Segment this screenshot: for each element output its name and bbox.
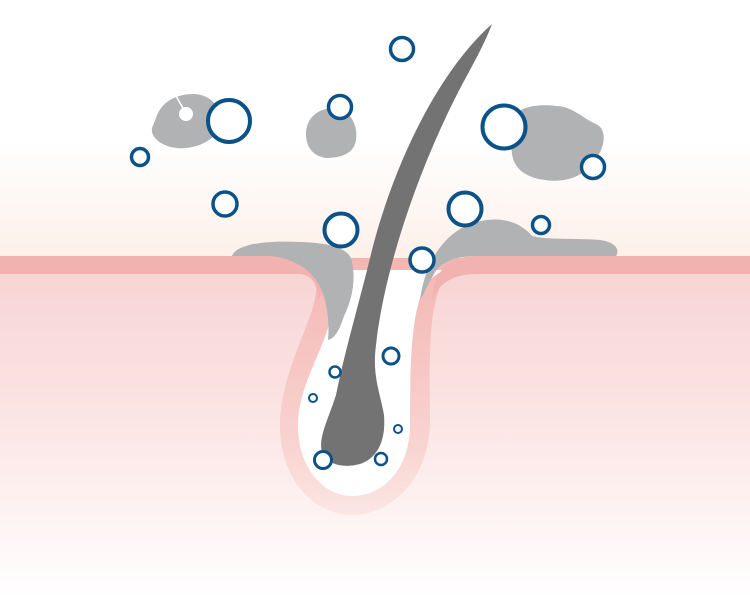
bubble-icon [388,35,416,63]
skin-layer [0,258,750,597]
bubbles [129,35,607,470]
bubble-icon [530,214,552,236]
bubble-icon [480,103,528,151]
bubble-icon [393,424,403,434]
debris-highlight-line [175,95,185,111]
bubble-icon [308,393,318,403]
debris-pore-left [232,241,354,340]
bubble-icon [408,246,436,274]
bubble-icon [206,98,252,144]
debris-particle-1 [151,94,221,149]
debris-particle-2 [306,108,357,158]
bubble-icon [326,93,354,121]
skin-surface-right [432,256,750,300]
bubble-icon [381,346,401,366]
bubble-icon [211,190,239,218]
debris-highlight-dot [179,107,193,121]
skin-surface-left [0,256,327,300]
bubble-icon [446,190,484,228]
debris-pore-right [420,219,618,300]
bubble-icon [373,451,389,467]
bubble-icon [579,153,607,181]
hair-strand [321,24,492,466]
bubble-icon [129,146,151,168]
debris-particle-3 [511,105,604,181]
bubble-icon [313,450,333,470]
bubble-icon [328,365,342,379]
bubble-icon [322,211,360,249]
